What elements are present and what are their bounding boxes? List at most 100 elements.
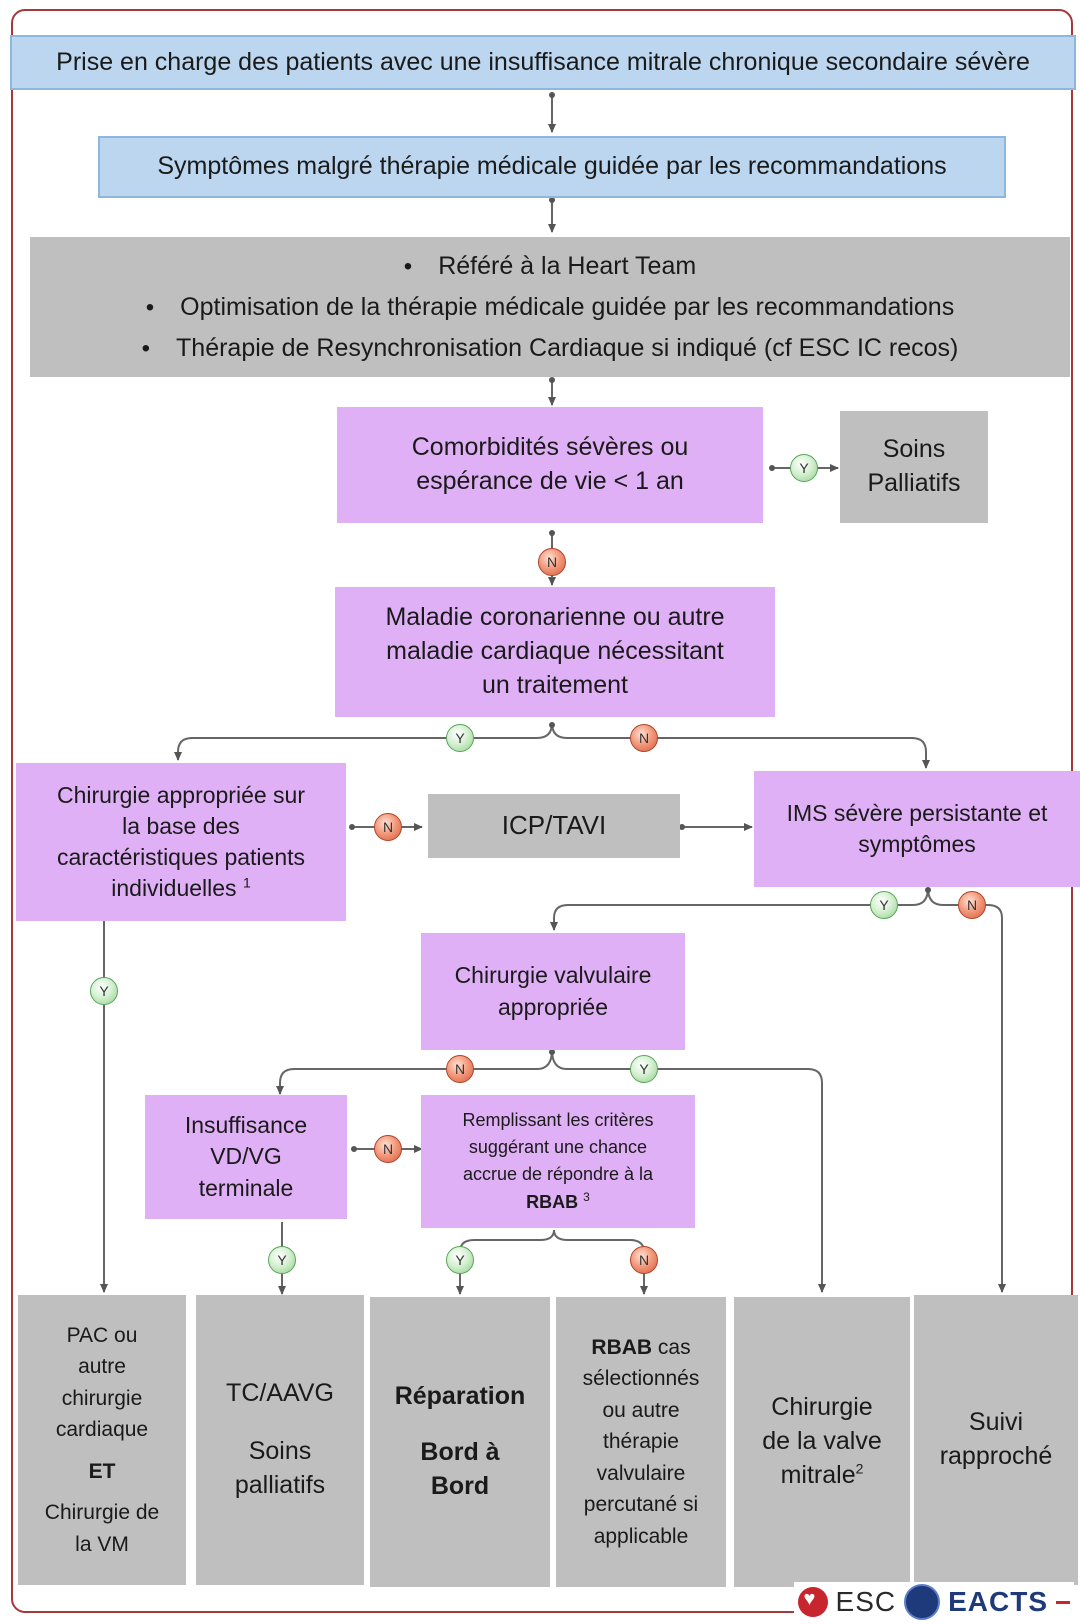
chirurgie-appropriee-line: la base des bbox=[122, 812, 240, 839]
connector-ims-split-right bbox=[927, 887, 1006, 1293]
esc-logo-text: ESC bbox=[835, 1586, 897, 1617]
symptomes-label: Symptômes malgré thérapie médicale guidé… bbox=[157, 152, 947, 181]
rbab-cas-line: applicable bbox=[593, 1524, 689, 1548]
yes-badge: Y bbox=[790, 454, 818, 482]
yes-badge: Y bbox=[90, 977, 118, 1005]
suivi-line: rapproché bbox=[939, 1442, 1053, 1470]
footnote-1: 1 bbox=[242, 874, 251, 891]
maladie-line: maladie cardiaque nécessitant bbox=[386, 637, 724, 666]
pac-line: PAC ou bbox=[66, 1323, 138, 1347]
outcome-tc-aavg-box: TC/AAVG Soins palliatifs bbox=[196, 1295, 364, 1585]
yes-badge: Y bbox=[446, 724, 474, 752]
outcome-chirurgie-valve-box: Chirurgie de la valve mitrale2 bbox=[734, 1297, 910, 1587]
yes-badge: Y bbox=[268, 1246, 296, 1274]
chirurgie-appropriee-line: caractéristiques patients bbox=[56, 844, 305, 870]
insuffisance-line: Insuffisance bbox=[184, 1112, 308, 1139]
pac-line: la VM bbox=[75, 1532, 129, 1556]
pac-line: Chirurgie de bbox=[44, 1501, 160, 1525]
suivi-line: Suivi bbox=[968, 1408, 1024, 1437]
header-title-box: Prise en charge des patients avec une in… bbox=[10, 35, 1076, 90]
ims-line: symptômes bbox=[858, 831, 976, 857]
chirurgie-valve-line: de la valve bbox=[762, 1427, 882, 1456]
yes-badge: Y bbox=[446, 1246, 474, 1274]
valvulaire-line: Chirurgie valvulaire bbox=[454, 962, 652, 989]
chirurgie-appropriee-line: Chirurgie appropriée sur bbox=[56, 781, 305, 808]
insuffisance-line: VD/VG bbox=[210, 1143, 282, 1170]
no-badge: N bbox=[374, 813, 402, 841]
heart-team-item: Thérapie de Resynchronisation Cardiaque … bbox=[142, 328, 958, 369]
rbab-cas-line: percutané si bbox=[583, 1493, 699, 1517]
eacts-logo-text: EACTS bbox=[948, 1586, 1048, 1617]
chirurgie-valvulaire-box: Chirurgie valvulaire appropriée bbox=[421, 933, 685, 1050]
tc-aavg-line: Soins bbox=[248, 1437, 312, 1466]
comorbidites-box: Comorbidités sévères ou espérance de vie… bbox=[337, 407, 763, 523]
heart-team-box: Référé à la Heart Team Optimisation de l… bbox=[30, 237, 1070, 377]
no-badge: N bbox=[374, 1135, 402, 1163]
heart-team-item: Optimisation de la thérapie médicale gui… bbox=[142, 287, 959, 328]
chirurgie-valve-line: Chirurgie bbox=[771, 1393, 873, 1422]
connector-valvulaire-split-left bbox=[276, 1049, 553, 1095]
comorbidites-line: espérance de vie < 1 an bbox=[416, 467, 684, 495]
tc-aavg-title: TC/AAVG bbox=[226, 1379, 334, 1408]
pac-line: cardiaque bbox=[55, 1418, 149, 1442]
connector-maladie-split-right bbox=[551, 722, 930, 769]
connector-maladie-split-left bbox=[174, 722, 553, 761]
connector-remplissant-split-left bbox=[456, 1229, 555, 1295]
remplissant-line: Remplissant les critères bbox=[462, 1110, 654, 1130]
remplissant-line-last: RBAB 3 bbox=[526, 1190, 590, 1212]
chirurgie-valve-line-last: mitrale2 bbox=[780, 1460, 864, 1489]
rbab-cas-line: sélectionnés bbox=[582, 1367, 700, 1391]
rbab-cas-line: valvulaire bbox=[596, 1461, 686, 1485]
rbab-cas-line: thérapie bbox=[603, 1430, 679, 1454]
pac-et: ET bbox=[88, 1459, 116, 1483]
rbab-cas-line-first: RBAB cas bbox=[591, 1335, 691, 1359]
ims-severe-box: IMS sévère persistante et symptômes bbox=[754, 771, 1080, 887]
pac-line: chirurgie bbox=[61, 1386, 143, 1410]
reparation-line: Bord bbox=[430, 1471, 490, 1500]
no-badge: N bbox=[446, 1055, 474, 1083]
heart-team-item: Référé à la Heart Team bbox=[142, 246, 959, 287]
chirurgie-appropriee-line-last: individuelles 1 bbox=[111, 874, 251, 902]
connector-valvulaire-split-right bbox=[551, 1049, 826, 1293]
ims-line: IMS sévère persistante et bbox=[786, 799, 1048, 826]
footnote-3: 3 bbox=[583, 1190, 590, 1204]
valvulaire-line: appropriée bbox=[498, 993, 608, 1020]
esc-logo-icon bbox=[797, 1587, 828, 1617]
outcome-reparation-box: Réparation Bord à Bord bbox=[370, 1297, 550, 1587]
remplissant-box: Remplissant les critères suggérant une c… bbox=[421, 1095, 695, 1228]
soins-palliatifs-line: Soins bbox=[882, 435, 946, 464]
symptomes-box: Symptômes malgré thérapie médicale guidé… bbox=[98, 136, 1006, 198]
soins-palliatifs-line: Palliatifs bbox=[867, 469, 961, 497]
logo-bar: ESC EACTS bbox=[793, 1582, 1074, 1622]
icp-tavi-label: ICP/TAVI bbox=[501, 810, 607, 841]
insuffisance-vdvg-box: Insuffisance VD/VG terminale bbox=[145, 1095, 347, 1219]
reparation-title: Réparation bbox=[394, 1382, 526, 1411]
no-badge: N bbox=[538, 548, 566, 576]
reparation-line: Bord à bbox=[420, 1438, 500, 1467]
remplissant-line: suggérant une chance bbox=[468, 1137, 648, 1157]
maladie-line: un traitement bbox=[482, 670, 628, 699]
eacts-logo-icon bbox=[904, 1584, 941, 1620]
yes-badge: Y bbox=[870, 891, 898, 919]
no-badge: N bbox=[630, 724, 658, 752]
tc-aavg-line: palliatifs bbox=[234, 1470, 326, 1499]
no-badge: N bbox=[958, 891, 986, 919]
rbab-cas-line: ou autre bbox=[602, 1398, 680, 1422]
outcome-suivi-box: Suivi rapproché bbox=[914, 1295, 1078, 1585]
comorbidites-line: Comorbidités sévères ou bbox=[411, 433, 689, 462]
no-badge: N bbox=[630, 1246, 658, 1274]
outcome-pac-box: PAC ou autre chirurgie cardiaque ET Chir… bbox=[18, 1295, 186, 1585]
footnote-2: 2 bbox=[855, 1460, 864, 1477]
connector-ims-split-left bbox=[550, 887, 929, 931]
yes-badge: Y bbox=[630, 1055, 658, 1083]
outcome-rbab-cas-box: RBAB cas sélectionnés ou autre thérapie … bbox=[556, 1297, 726, 1587]
maladie-coronarienne-box: Maladie coronarienne ou autre maladie ca… bbox=[335, 587, 775, 717]
soins-palliatifs-box: Soins Palliatifs bbox=[840, 411, 988, 523]
remplissant-line: accrue de répondre à la bbox=[462, 1164, 654, 1184]
pac-line: autre bbox=[78, 1355, 126, 1379]
page-title: Prise en charge des patients avec une in… bbox=[56, 47, 1030, 76]
eacts-dash-decoration bbox=[1056, 1600, 1070, 1604]
icp-tavi-box: ICP/TAVI bbox=[428, 794, 680, 858]
insuffisance-line: terminale bbox=[198, 1174, 294, 1201]
